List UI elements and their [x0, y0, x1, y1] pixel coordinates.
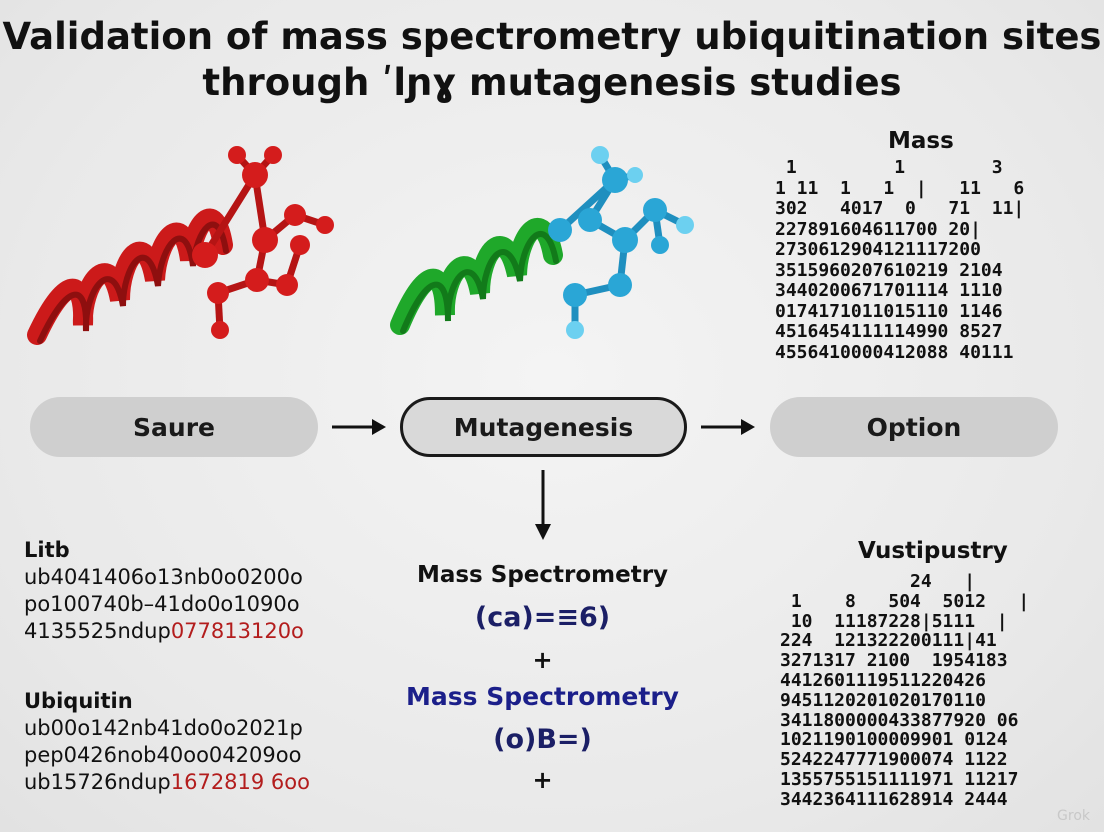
- center-column: Mass Spectrometry (ca)=≡6) + Mass Spectr…: [380, 562, 705, 796]
- ubiquitin-line: ub00o142nb41do0o2021p: [24, 716, 303, 740]
- litb-block: Litb ub4041406o13nb0o0200o po100740b–41d…: [24, 537, 304, 645]
- plus-sign-2: +: [532, 766, 553, 794]
- ubiquitin-line: ub15726ndup1672819 6oo: [24, 770, 310, 794]
- title-line-2: through ʹlɲɣ mutagenesis studies: [202, 61, 902, 104]
- ubiquitin-block: Ubiquitin ub00o142nb41do0o2021p pep0426n…: [24, 688, 310, 796]
- ubiquitin-heading: Ubiquitin: [24, 689, 133, 713]
- mass-spectrometry-label: Mass Spectrometry: [416, 562, 669, 588]
- plus-sign: +: [532, 646, 553, 674]
- red-protein-structure: [27, 146, 334, 345]
- mass-number-grid: 1 1 3 1 11 1 1 | 11 6 302 4017 0 71 11| …: [775, 157, 1025, 363]
- arrow-right-icon: [701, 419, 755, 435]
- arrow-right-icon: [332, 419, 386, 435]
- green-blue-protein-structure: [390, 146, 694, 339]
- formula-2: (o)B=): [493, 724, 592, 755]
- arrow-down-icon: [535, 470, 551, 540]
- vustipustry-number-grid: 24 | 1 8 504 5012 | 10 11187228|5111 | 2…: [780, 571, 1030, 810]
- litb-line: 4135525ndup077813120o: [24, 619, 304, 643]
- mass-spectrometry-label-2: Mass Spectrometry: [406, 682, 679, 711]
- ubiquitin-line: pep0426nob40oo04209oo: [24, 743, 302, 767]
- formula-1: (ca)=≡6): [474, 602, 611, 633]
- watermark: Grok: [1057, 808, 1090, 824]
- vustipustry-heading: Vustipustry: [858, 538, 1008, 564]
- mass-grid-heading: Mass: [888, 128, 954, 154]
- litb-line: po100740b–41do0o1090o: [24, 592, 300, 616]
- flow-step-option: Option: [770, 397, 1058, 457]
- litb-heading: Litb: [24, 538, 70, 562]
- flow-step-saure: Saure: [30, 397, 318, 457]
- litb-line: ub4041406o13nb0o0200o: [24, 565, 303, 589]
- title-line-1: Validation of mass spectrometry ubiquiti…: [2, 15, 1102, 58]
- flow-step-mutagenesis: Mutagenesis: [400, 397, 687, 457]
